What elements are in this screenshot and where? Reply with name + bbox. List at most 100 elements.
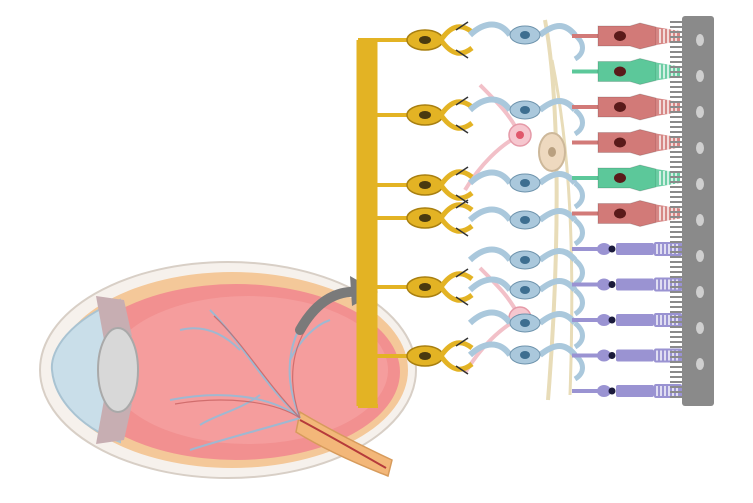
ganglion-dendrite — [441, 218, 472, 231]
bipolar-dendrite — [470, 280, 510, 291]
bipolar-nucleus — [520, 106, 530, 114]
ganglion-dendrite — [441, 40, 472, 53]
bipolar-branch — [575, 323, 583, 347]
bipolar-dendrite — [470, 25, 510, 36]
ganglion-cell — [361, 97, 472, 133]
pigment-granule — [696, 358, 704, 370]
ganglion-cell — [370, 269, 472, 305]
bipolar-branch — [575, 110, 583, 134]
pigment-granule — [696, 178, 704, 190]
pigment-granule — [696, 142, 704, 154]
ganglion-nucleus — [419, 214, 431, 222]
pigment-granule — [696, 70, 704, 82]
cone-cell — [572, 201, 680, 227]
horizontal-cell-nucleus — [548, 147, 556, 157]
ganglion-dendrite — [441, 287, 472, 300]
ganglion-dendrite — [441, 27, 472, 40]
bipolar-branch — [575, 355, 583, 379]
photoreceptor-layer — [572, 23, 682, 398]
pigment-granule — [696, 322, 704, 334]
ganglion-cell — [367, 200, 472, 236]
ganglion-nucleus — [419, 283, 431, 291]
bipolar-axon — [540, 314, 575, 323]
cone-body — [598, 165, 656, 191]
ganglion-axon-bundle — [358, 40, 378, 406]
bipolar-nucleus — [520, 319, 530, 327]
pigment-granule — [696, 106, 704, 118]
cone-cell — [572, 165, 680, 191]
pigment-granule — [696, 34, 704, 46]
ganglion-nucleus — [419, 181, 431, 189]
ganglion-nucleus — [419, 111, 431, 119]
rod-nucleus — [609, 317, 616, 324]
bipolar-cell — [470, 345, 583, 380]
bipolar-nucleus — [520, 216, 530, 224]
cone-nucleus — [614, 209, 626, 219]
rod-outer-segment — [654, 242, 682, 256]
bipolar-cell — [470, 210, 583, 245]
rod-inner-segment — [616, 385, 654, 397]
amacrine-nucleus — [516, 131, 524, 139]
bipolar-cell-layer — [470, 25, 583, 380]
rod-nucleus — [609, 281, 616, 288]
ganglion-dendrite — [441, 343, 472, 356]
bipolar-branch — [575, 35, 583, 59]
rod-outer-segment — [654, 313, 682, 327]
bipolar-branch — [575, 260, 583, 284]
rod-cell — [572, 242, 682, 256]
bipolar-dendrite — [470, 210, 510, 221]
cone-body — [598, 23, 656, 49]
bipolar-cell — [470, 25, 583, 60]
ganglion-dendrite — [441, 115, 472, 128]
cone-nucleus — [614, 102, 626, 112]
ganglion-dendrite — [441, 356, 472, 369]
cone-nucleus — [614, 173, 626, 183]
bipolar-nucleus — [520, 31, 530, 39]
bipolar-branch — [575, 183, 583, 207]
bipolar-axon — [540, 281, 575, 290]
bipolar-nucleus — [520, 256, 530, 264]
rod-inner-segment — [616, 314, 654, 326]
cone-cell — [572, 59, 680, 85]
bipolar-axon — [540, 346, 575, 355]
rod-nucleus — [609, 246, 616, 253]
rod-cell — [572, 313, 682, 327]
rod-cell — [572, 278, 682, 292]
cone-cell — [572, 23, 680, 49]
cone-cell — [572, 94, 680, 120]
ganglion-cell — [364, 167, 472, 203]
ganglion-nucleus — [419, 36, 431, 44]
cone-body — [598, 201, 656, 227]
bipolar-dendrite — [470, 250, 510, 261]
rod-nucleus — [609, 388, 616, 395]
bipolar-nucleus — [520, 179, 530, 187]
rod-outer-segment — [654, 349, 682, 363]
ganglion-dendrite — [441, 274, 472, 287]
lens — [98, 328, 138, 412]
bipolar-branch — [575, 220, 583, 244]
ganglion-dendrite — [441, 205, 472, 218]
cone-body — [598, 94, 656, 120]
cone-body — [598, 130, 656, 156]
pigment-granule — [696, 286, 704, 298]
ganglion-dendrite — [441, 102, 472, 115]
bipolar-nucleus — [520, 351, 530, 359]
rod-inner-segment — [616, 279, 654, 291]
bipolar-axon — [540, 101, 575, 110]
cone-nucleus — [614, 31, 626, 41]
ganglion-nucleus — [419, 352, 431, 360]
rod-cell — [572, 384, 682, 398]
pigment-granule — [696, 250, 704, 262]
bipolar-dendrite — [470, 313, 510, 324]
rod-inner-segment — [616, 243, 654, 255]
bipolar-nucleus — [520, 286, 530, 294]
cone-body — [598, 59, 656, 85]
rod-outer-segment — [654, 278, 682, 292]
bipolar-branch — [575, 290, 583, 314]
pigment-granule — [696, 214, 704, 226]
cone-nucleus — [614, 138, 626, 148]
bipolar-dendrite — [470, 345, 510, 356]
cone-cell — [572, 130, 680, 156]
